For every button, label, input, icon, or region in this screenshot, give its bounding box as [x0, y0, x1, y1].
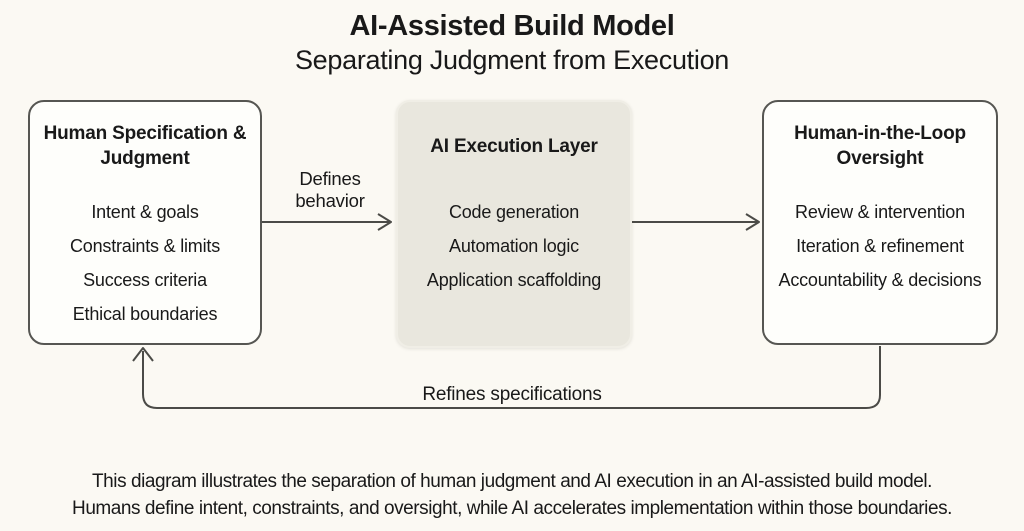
- box-item: Iteration & refinement: [796, 236, 964, 256]
- refines-loop-arrowhead: [132, 347, 154, 362]
- box-item: Success criteria: [83, 270, 207, 290]
- box-item: Accountability & decisions: [778, 270, 982, 290]
- box-item: Application scaffolding: [426, 270, 602, 290]
- ai-execution-layer-box: AI Execution Layer Code generation Autom…: [396, 100, 632, 348]
- box-item: Automation logic: [449, 236, 579, 256]
- ai-execution-layer-box-title: AI Execution Layer: [430, 135, 598, 157]
- human-in-the-loop-box-items: Review & intervention Iteration & refine…: [774, 200, 986, 293]
- diagram-subtitle: Separating Judgment from Execution: [294, 45, 730, 75]
- ai-execution-layer-box-items: Code generation Automation logic Applica…: [408, 200, 620, 293]
- caption-line-2: Humans define intent, constraints, and o…: [72, 498, 952, 519]
- box-item: Code generation: [448, 202, 580, 222]
- human-in-the-loop-box: Human-in-the-Loop Oversight Review & int…: [762, 100, 998, 345]
- diagram-header: AI-Assisted Build Model Separating Judgm…: [0, 8, 1024, 77]
- refines-loop-line: [142, 346, 881, 409]
- caption: This diagram illustrates the separation …: [0, 468, 1024, 522]
- refines-specifications-label: Refines specifications: [422, 384, 602, 405]
- human-specification-box: Human Specification & Judgment Intent & …: [28, 100, 262, 345]
- box-item: Intent & goals: [91, 202, 199, 222]
- caption-line-1: This diagram illustrates the separation …: [92, 471, 932, 492]
- diagram-title: AI-Assisted Build Model: [349, 10, 675, 42]
- box-item: Constraints & limits: [69, 236, 221, 256]
- human-specification-box-title: Human Specification & Judgment: [43, 123, 247, 169]
- box-item: Ethical boundaries: [72, 304, 218, 324]
- defines-behavior-arrowhead: [377, 213, 392, 231]
- human-in-the-loop-box-title: Human-in-the-Loop Oversight: [794, 123, 966, 169]
- execution-to-oversight-arrowhead: [745, 213, 760, 231]
- human-specification-box-items: Intent & goals Constraints & limits Succ…: [40, 200, 250, 327]
- defines-behavior-label: Defines behavior: [295, 168, 365, 211]
- box-item: Review & intervention: [795, 202, 965, 222]
